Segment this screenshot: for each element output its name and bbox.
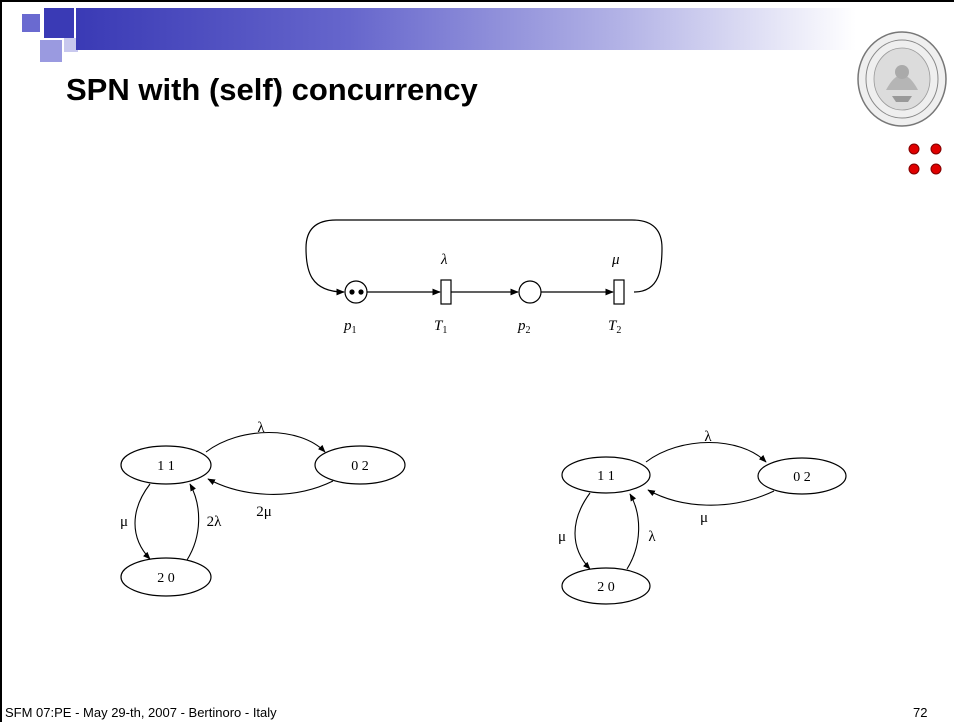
corner-square-3 <box>40 40 62 62</box>
left-label-11-20: μ <box>120 514 128 530</box>
place-p2 <box>518 280 542 304</box>
right-edge-02-11 <box>647 489 775 506</box>
slide-title: SPN with (self) concurrency <box>66 72 478 107</box>
token-2 <box>358 289 364 295</box>
right-state-20 <box>561 567 651 605</box>
left-label-11-02: λ <box>257 420 265 436</box>
page-number: 72 <box>913 705 928 720</box>
rate-t1: λ <box>440 252 448 268</box>
transition-t1 <box>440 279 452 305</box>
left-state-02-label: 0 2 <box>351 459 369 474</box>
left-edge-02-11 <box>207 478 334 495</box>
left-state-11-label: 1 1 <box>157 459 175 474</box>
footer-text: SFM 07:PE - May 29-th, 2007 - Bertinoro … <box>5 705 277 720</box>
right-label-11-02: λ <box>704 429 712 445</box>
label-p1: p1 <box>343 318 357 336</box>
transition-t2 <box>613 279 625 305</box>
right-edge-20-11 <box>626 493 640 570</box>
corner-square-4 <box>64 38 78 52</box>
left-state-11 <box>120 445 212 485</box>
rate-t2: μ <box>611 252 620 268</box>
right-ctmc-graph: 1 1 0 2 2 0 λ μ μ λ <box>558 429 847 605</box>
right-state-11 <box>561 456 651 494</box>
left-edge-20-11 <box>186 483 200 561</box>
corner-square-1 <box>22 14 40 32</box>
corner-square-2 <box>44 8 74 38</box>
left-state-20 <box>120 557 212 597</box>
title-gradient-bar <box>76 8 856 50</box>
petri-net: p1 T1 p2 T2 λ μ <box>305 219 663 336</box>
label-t1: T1 <box>434 318 447 336</box>
right-state-11-label: 1 1 <box>597 469 615 484</box>
left-edge-11-20 <box>134 483 151 560</box>
left-state-02 <box>314 445 406 485</box>
right-label-20-11: λ <box>648 529 656 545</box>
right-state-02 <box>757 457 847 495</box>
left-label-20-11: 2λ <box>207 514 223 530</box>
university-seal-logo <box>857 31 947 127</box>
right-state-20-label: 2 0 <box>597 580 615 595</box>
left-ctmc-graph: 1 1 0 2 2 0 λ 2μ μ 2λ <box>120 420 406 597</box>
right-edge-11-20 <box>574 492 591 570</box>
feedback-arc <box>305 219 663 296</box>
label-p2: p2 <box>517 318 531 336</box>
right-label-11-20: μ <box>558 529 566 545</box>
token-1 <box>349 289 355 295</box>
label-t2: T2 <box>608 318 621 336</box>
left-state-20-label: 2 0 <box>157 571 175 586</box>
right-state-02-label: 0 2 <box>793 470 811 485</box>
right-edge-11-02 <box>645 441 767 463</box>
left-label-02-11: 2μ <box>256 504 272 520</box>
right-label-02-11: μ <box>700 510 708 526</box>
left-edge-11-02 <box>205 431 326 453</box>
red-dots-bullet-icon <box>908 143 942 175</box>
place-p1 <box>344 280 368 304</box>
